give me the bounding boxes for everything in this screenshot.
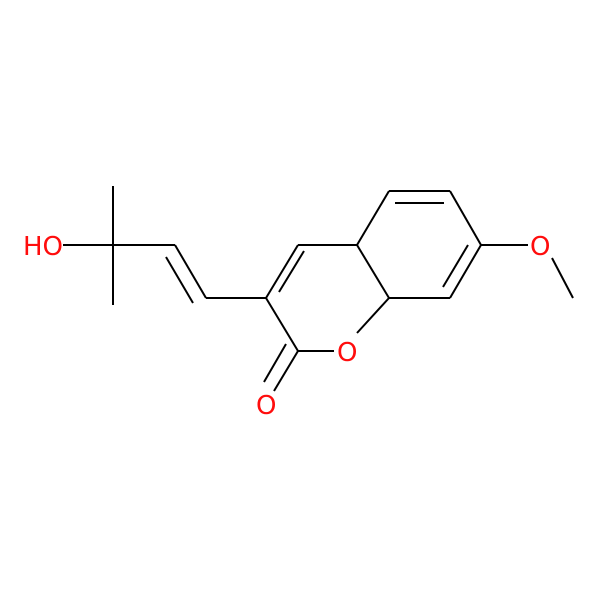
bond-methoxy-methyl [551, 257, 574, 299]
bond-c4a-c5 [356, 190, 390, 246]
bond-ring-o-c8a [356, 297, 390, 334]
carbonyl-oxygen-label: O [256, 391, 276, 421]
bond-c3-c2 [265, 297, 299, 352]
methoxy-oxygen-label: O [530, 232, 550, 262]
bond-c4a-c8a [356, 244, 390, 299]
hydroxyl-label: HO [23, 232, 63, 262]
bond-carbonyl-b [263, 343, 287, 383]
bond-c3-c4-double-a [265, 244, 299, 299]
bond-c3-c4-double-b [278, 250, 305, 293]
ring-oxygen-label: O [337, 338, 357, 368]
bond-c6-c7 [449, 190, 482, 246]
bond-c7-c8-double-a [449, 244, 482, 299]
bond-vinyl-double-b [165, 256, 194, 304]
bond-vinyl-double-a [174, 244, 207, 299]
bond-c7-c8-double-b [442, 244, 469, 288]
bond-carbonyl-a [273, 350, 299, 392]
